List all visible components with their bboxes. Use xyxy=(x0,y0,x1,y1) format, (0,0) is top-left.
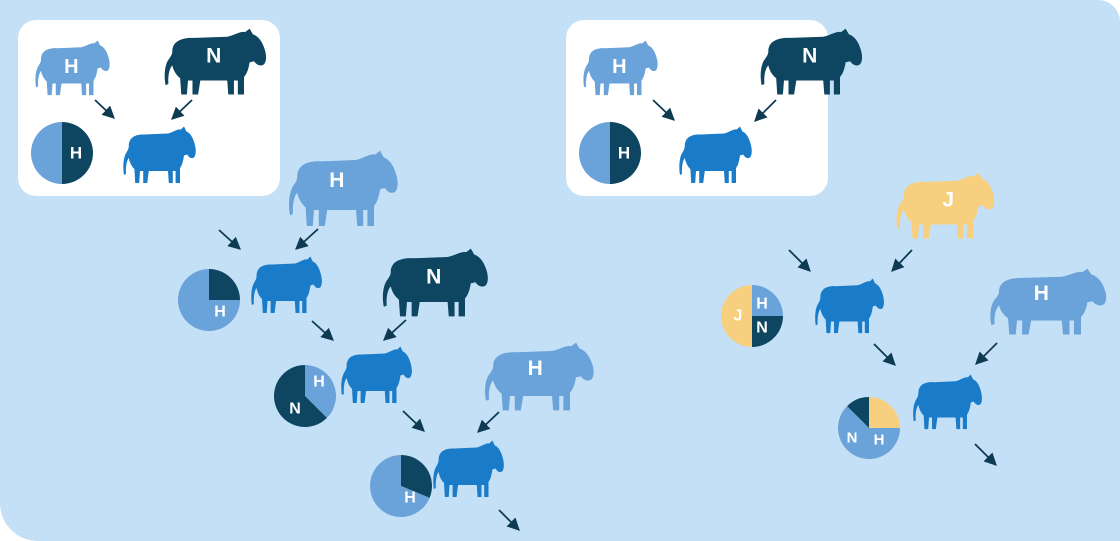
right-gen2-arrow-1 xyxy=(873,343,896,366)
right-gen1-pie-label-J: J xyxy=(734,308,743,325)
right-gen1-offspring-cow xyxy=(815,278,884,334)
left-gen3-arrow-2 xyxy=(477,411,500,433)
right-gen2-sire-cow xyxy=(990,268,1107,335)
left-card-parent-h-cow-label: H xyxy=(64,56,78,78)
right-gen2-pie-slice-J xyxy=(869,397,900,428)
left-gen2-sire-cow-label: N xyxy=(426,265,441,288)
right-card-parent-h-cow xyxy=(583,40,658,96)
right-card-parent-h-cow-label: H xyxy=(612,56,626,78)
left-card-pie-slice-N xyxy=(62,122,93,184)
right-card-pie-slice-N xyxy=(610,122,641,184)
left-gen1-pie-slice-H xyxy=(178,269,240,331)
right-card-arrow-1 xyxy=(652,99,675,121)
right-gen2-pie-slice-N xyxy=(847,397,869,428)
left-card-arrow-1 xyxy=(94,99,115,119)
left-gen2-sire-cow xyxy=(382,248,488,317)
right-gen2-pie: JHN xyxy=(837,397,900,460)
left-card-pie-label-H: H xyxy=(70,144,82,163)
right-gen1-pie-label-N: N xyxy=(756,320,768,337)
right-gen1-pie: HNJ xyxy=(721,285,783,347)
left-gen2-offspring-cow xyxy=(341,346,412,403)
right-gen1-sire-cow xyxy=(896,172,995,239)
right-card-pie: NH xyxy=(579,122,641,184)
right-card-pie-label-H: H xyxy=(618,144,630,163)
left-gen3-pie-slice-H xyxy=(370,455,430,517)
right-card-arrow-2 xyxy=(754,99,777,122)
right-gen2-pie-label-N: N xyxy=(847,430,858,447)
right-card-pie-slice-H xyxy=(579,122,610,184)
right-gen2-arrow-out xyxy=(974,443,997,466)
right-gen2-pie-label-H: H xyxy=(874,432,885,449)
left-gen2-pie: HN xyxy=(274,365,336,428)
right-gen2-arrow-2 xyxy=(975,342,998,365)
left-card-pie: NH xyxy=(31,122,93,184)
left-gen2-pie-slice-H xyxy=(305,365,336,418)
left-gen3-offspring-cow xyxy=(433,440,504,497)
right-gen2-offspring-cow xyxy=(913,374,982,430)
left-gen3-pie-slice-N xyxy=(401,455,432,498)
left-card-offspring-cow xyxy=(123,126,196,183)
left-gen1-sire-cow xyxy=(289,150,398,226)
right-gen2-pie-slice-H xyxy=(837,406,900,460)
left-gen3-arrow-1 xyxy=(402,410,425,432)
left-gen2-pie-label-H: H xyxy=(313,374,325,391)
left-gen1-arrow-2 xyxy=(295,228,319,250)
left-gen2-arrow-1 xyxy=(311,320,334,341)
left-card-arrow-2 xyxy=(171,99,193,120)
left-gen3-arrow-out xyxy=(498,509,520,531)
right-gen2-sire-cow-label: H xyxy=(1034,282,1049,305)
right-card-offspring-cow xyxy=(679,126,752,183)
right-gen1-pie-slice-N xyxy=(752,316,783,347)
left-gen1-sire-cow-label: H xyxy=(329,169,344,192)
left-gen2-pie-slice-N xyxy=(274,365,327,428)
left-card-parent-h-cow xyxy=(35,40,110,96)
right-gen1-arrow-1 xyxy=(788,249,811,272)
left-gen3-sire-cow xyxy=(485,342,594,411)
left-card-parent-n-cow xyxy=(164,28,267,95)
right-gen1-pie-slice-H xyxy=(752,285,783,316)
left-gen3-sire-cow-label: H xyxy=(528,357,543,380)
right-gen1-arrow-2 xyxy=(891,249,913,272)
left-gen3-pie-label-H: H xyxy=(404,490,416,507)
right-card-parent-n-cow-label: N xyxy=(802,45,817,68)
right-gen1-sire-cow-label: J xyxy=(942,189,954,212)
left-gen2-pie-label-N: N xyxy=(289,401,301,418)
right-gen1-pie-slice-J xyxy=(721,285,752,347)
right-gen1-pie-label-H: H xyxy=(756,296,768,313)
left-card-pie-slice-H xyxy=(31,122,62,184)
left-gen2-arrow-2 xyxy=(383,319,407,341)
left-gen1-pie-slice-N xyxy=(209,269,240,300)
left-gen1-arrow-1 xyxy=(218,229,241,250)
left-gen1-pie-label-H: H xyxy=(214,304,226,321)
left-gen3-pie: NH xyxy=(370,455,432,517)
left-card-parent-n-cow-label: N xyxy=(206,45,221,68)
left-gen1-offspring-cow xyxy=(251,256,322,313)
right-card-parent-n-cow xyxy=(760,28,863,95)
left-gen1-pie: NH xyxy=(178,269,240,331)
